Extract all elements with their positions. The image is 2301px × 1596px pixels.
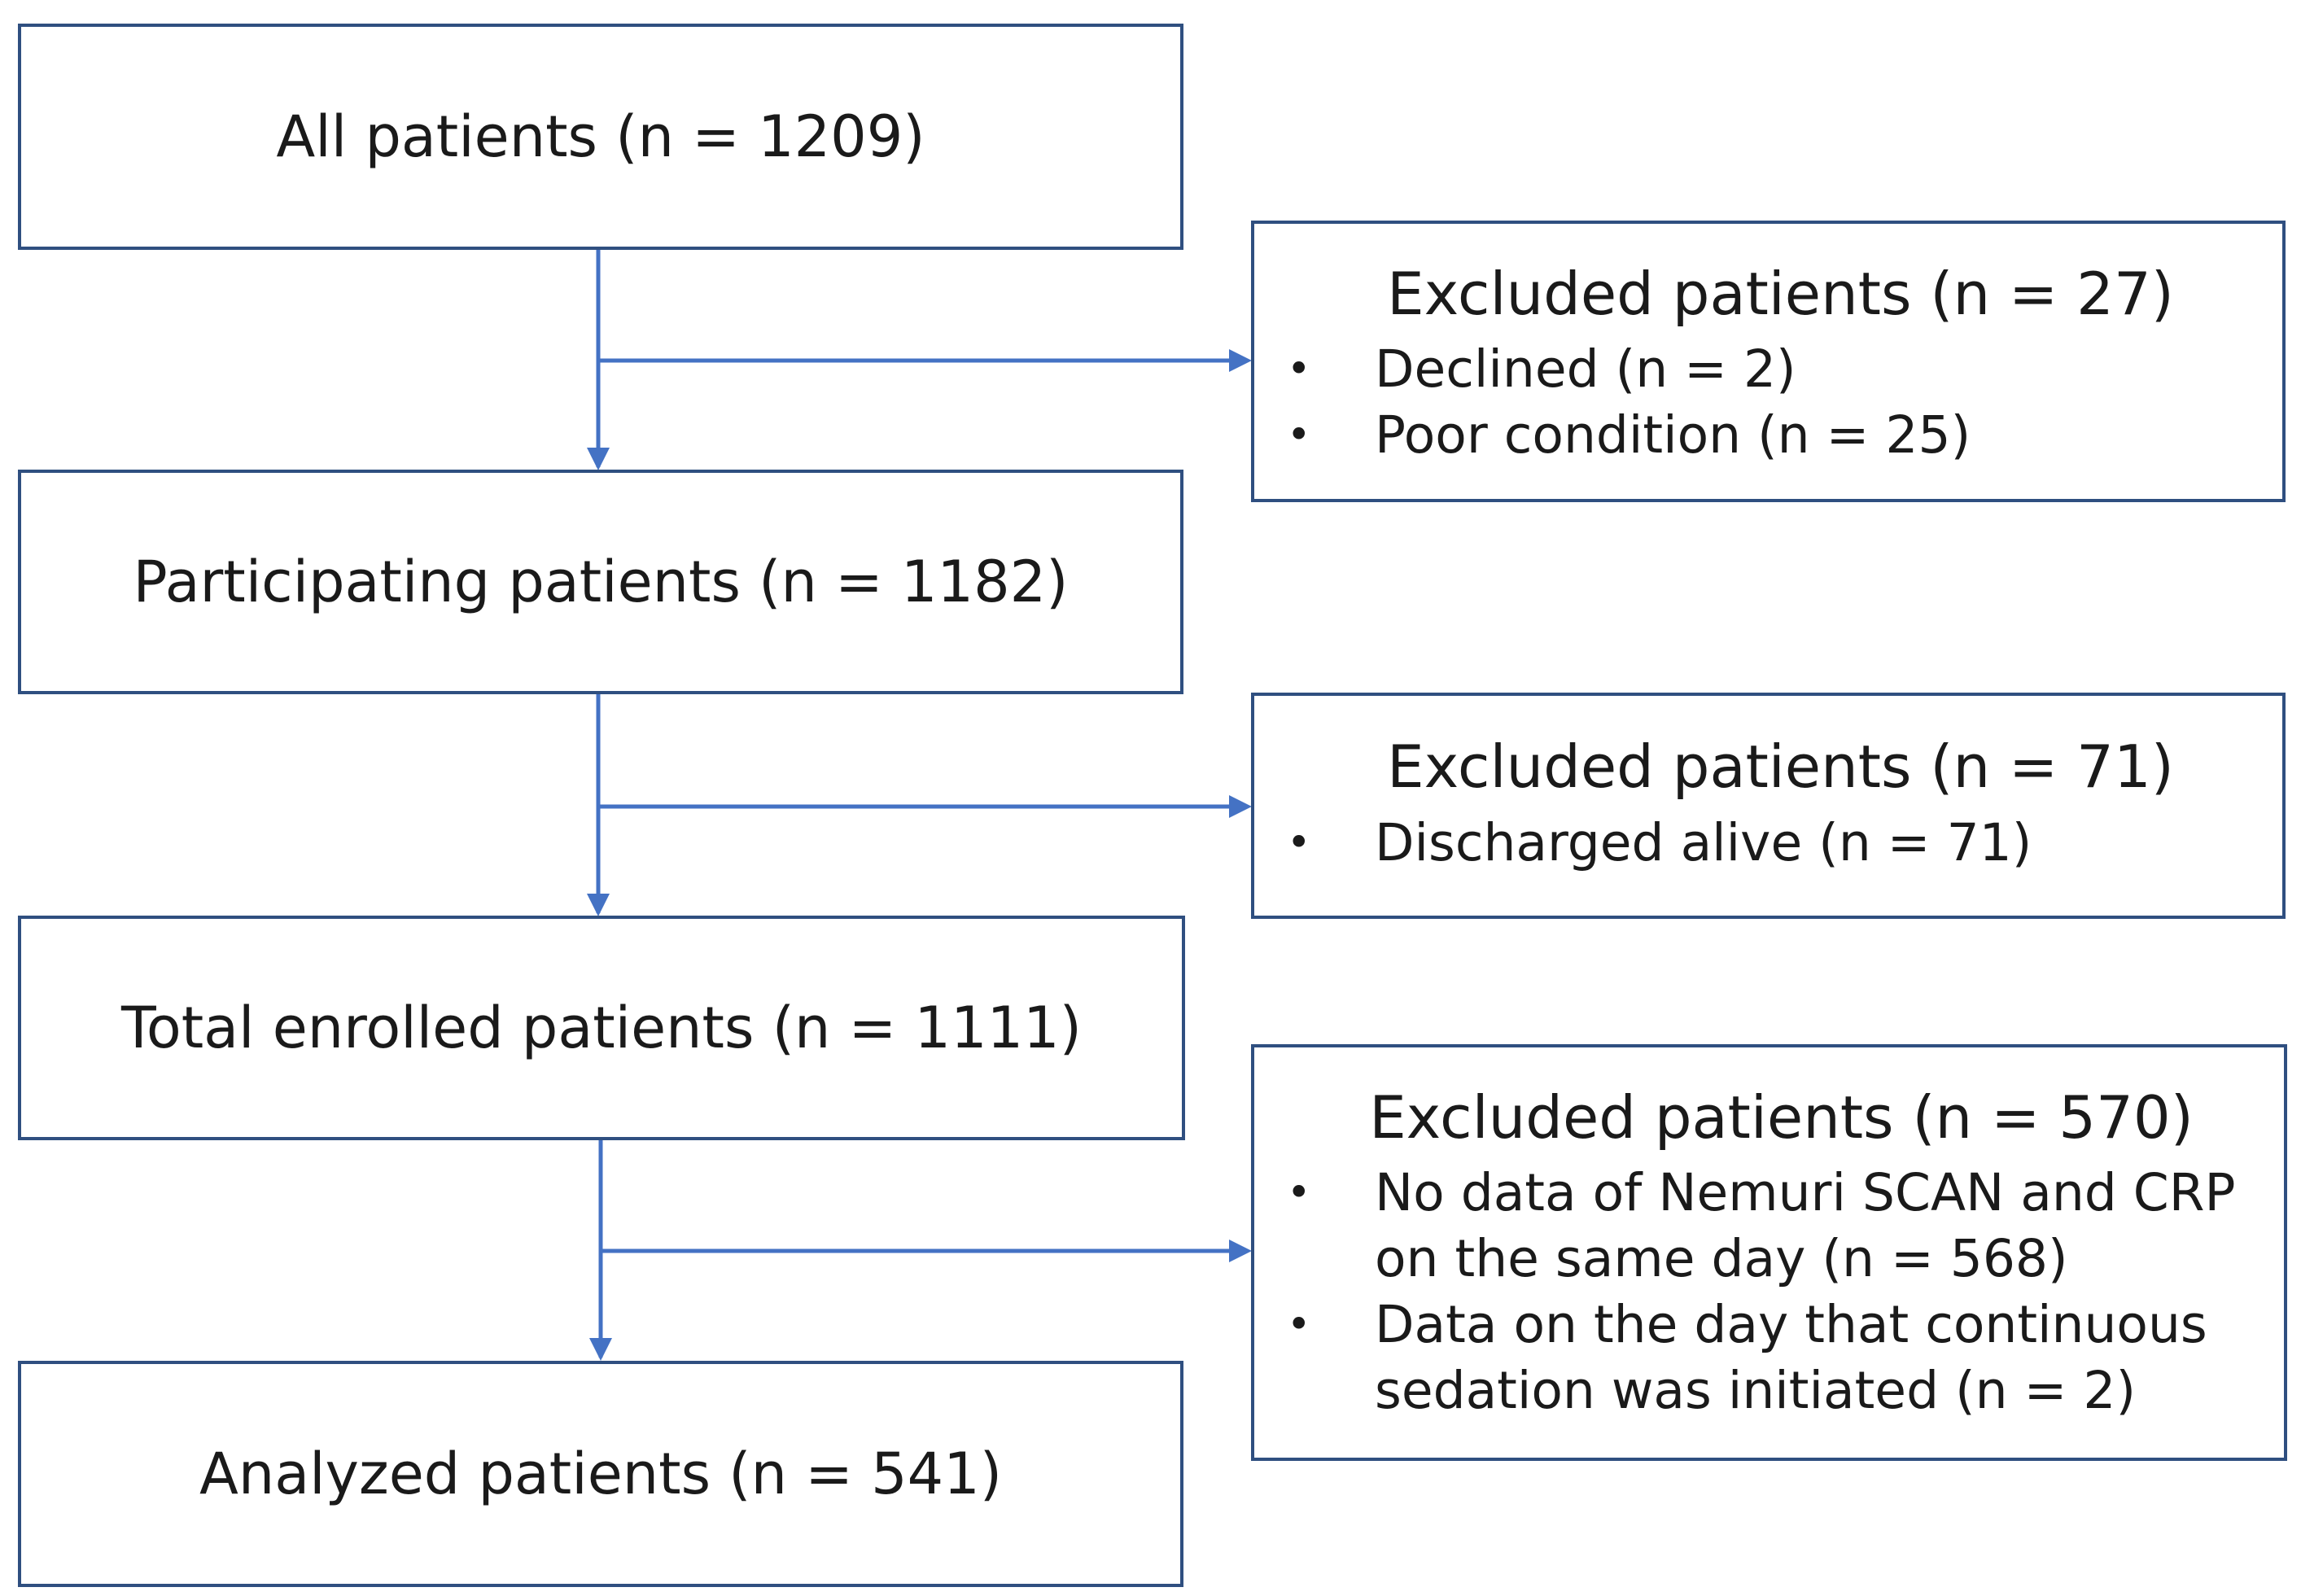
arrowhead-exclude-3 bbox=[1229, 1240, 1252, 1262]
excluded-box-1: Excluded patients (n = 27) •Declined (n … bbox=[1251, 221, 2286, 502]
bullet-icon: • bbox=[1287, 1301, 1311, 1348]
bullet-icon: • bbox=[1287, 345, 1311, 392]
arrowhead-exclude-2 bbox=[1229, 795, 1252, 818]
excluded-box-1-list: •Declined (n = 2) •Poor condition (n = 2… bbox=[1254, 336, 2282, 468]
bullet-icon: • bbox=[1287, 411, 1311, 458]
bullet-icon: • bbox=[1287, 819, 1311, 866]
list-item: •No data of Nemuri SCAN and CRP on the s… bbox=[1254, 1160, 2264, 1292]
excluded-box-1-title: Excluded patients (n = 27) bbox=[1387, 260, 2174, 328]
box-participating-patients-label: Participating patients (n = 1182) bbox=[133, 549, 1069, 615]
box-all-patients-label: All patients (n = 1209) bbox=[276, 103, 925, 170]
box-participating-patients: Participating patients (n = 1182) bbox=[18, 470, 1183, 694]
excluded-box-3: Excluded patients (n = 570) •No data of … bbox=[1251, 1044, 2287, 1461]
box-analyzed-patients-label: Analyzed patients (n = 541) bbox=[199, 1441, 1003, 1507]
box-analyzed-patients: Analyzed patients (n = 541) bbox=[18, 1361, 1183, 1587]
excluded-box-2-title: Excluded patients (n = 71) bbox=[1387, 732, 2174, 801]
list-item: •Data on the day that continuous sedatio… bbox=[1254, 1292, 2264, 1423]
arrowhead-down-1 bbox=[587, 448, 610, 470]
excluded-box-3-list: •No data of Nemuri SCAN and CRP on the s… bbox=[1254, 1160, 2264, 1423]
list-item: •Declined (n = 2) bbox=[1254, 336, 2282, 402]
arrowhead-down-3 bbox=[589, 1338, 612, 1361]
box-all-patients: All patients (n = 1209) bbox=[18, 24, 1183, 250]
excluded-box-2-list: •Discharged alive (n = 71) bbox=[1254, 810, 2282, 876]
box-total-enrolled-patients-label: Total enrolled patients (n = 1111) bbox=[121, 995, 1082, 1061]
excluded-box-3-title: Excluded patients (n = 570) bbox=[1369, 1083, 2194, 1152]
arrowhead-down-2 bbox=[587, 894, 610, 916]
arrowhead-exclude-1 bbox=[1229, 349, 1252, 372]
box-total-enrolled-patients: Total enrolled patients (n = 1111) bbox=[18, 916, 1185, 1140]
bullet-icon: • bbox=[1287, 1169, 1311, 1216]
list-item: •Discharged alive (n = 71) bbox=[1254, 810, 2282, 876]
list-item: •Poor condition (n = 25) bbox=[1254, 402, 2282, 468]
excluded-box-2: Excluded patients (n = 71) •Discharged a… bbox=[1251, 693, 2286, 919]
